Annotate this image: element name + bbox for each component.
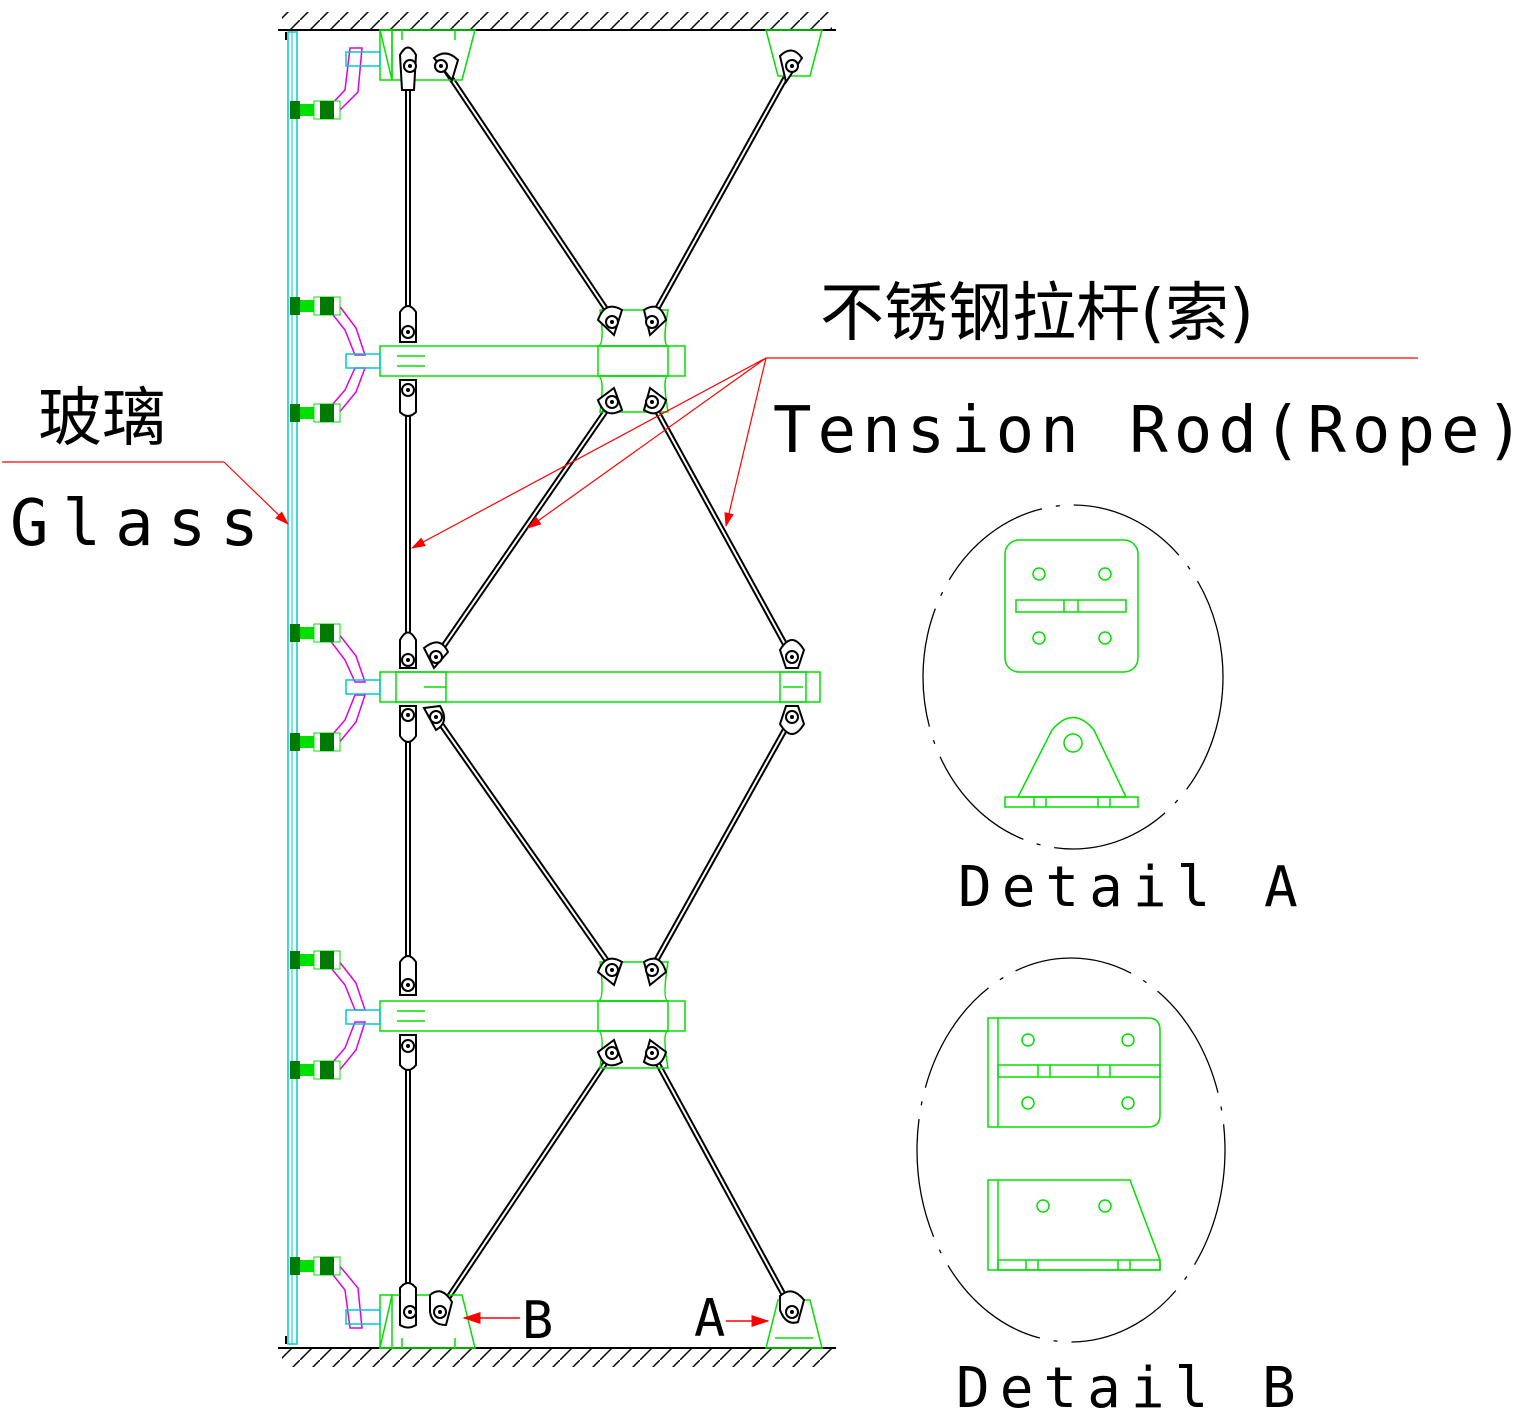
diagonal-tension-rods [433, 64, 795, 1312]
floor-slab [278, 1347, 836, 1367]
clevis-pins [406, 64, 794, 1314]
glass-label-cn: 玻璃 [38, 382, 166, 456]
glass-point-fittings [290, 100, 341, 1276]
glass-label-en: Glass [10, 487, 273, 561]
ceiling-slab [278, 12, 836, 31]
spider-connectors [345, 51, 381, 1325]
marker-a: A [694, 1289, 725, 1349]
glass-leader [2, 461, 289, 525]
detail-a-label: Detail A [958, 855, 1308, 920]
detail-b-label: Detail B [956, 1356, 1306, 1417]
rod-label-cn: 不锈钢拉杆(索) [820, 277, 1254, 351]
rod-leader [410, 357, 1418, 549]
bottom-bracket-left [379, 1294, 476, 1349]
marker-b: B [522, 1291, 553, 1351]
top-bracket-left [379, 29, 476, 81]
rod-label-en: Tension Rod(Rope) [773, 394, 1530, 468]
rod-end-clevises [398, 46, 806, 1329]
horizontal-struts [379, 345, 821, 1032]
top-bracket-right [765, 29, 823, 77]
glass-panel [285, 31, 298, 1345]
detail-b [916, 957, 1226, 1343]
detail-a [922, 504, 1224, 850]
